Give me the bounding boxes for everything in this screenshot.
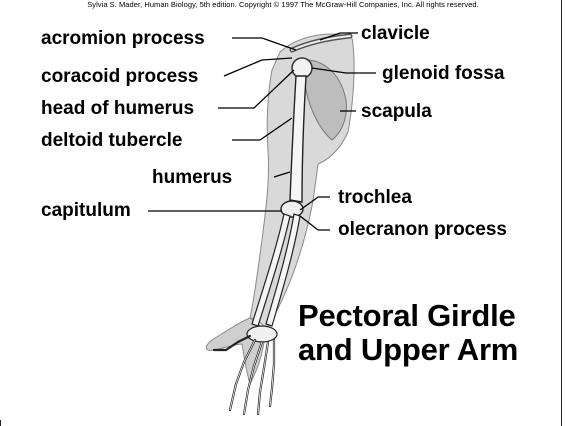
label-capitulum: capitulum <box>41 200 131 222</box>
label-acromion-process: acromion process <box>41 28 205 50</box>
frame-border-left <box>0 420 1 426</box>
carpal-bones <box>247 326 277 342</box>
title-line-1: Pectoral Girdle <box>298 299 516 333</box>
label-olecranon-process: olecranon process <box>338 219 507 241</box>
label-humerus: humerus <box>152 167 232 189</box>
title-line-2: and Upper Arm <box>298 333 518 367</box>
label-glenoid-fossa: glenoid fossa <box>382 63 504 85</box>
label-coracoid-process: coracoid process <box>41 66 198 88</box>
humerus-head <box>292 58 312 78</box>
label-trochlea: trochlea <box>338 187 412 209</box>
label-deltoid-tubercle: deltoid tubercle <box>41 130 182 152</box>
label-scapula: scapula <box>361 101 432 123</box>
label-head-of-humerus: head of humerus <box>41 98 194 120</box>
frame-border-right <box>561 0 562 426</box>
label-clavicle: clavicle <box>361 23 430 45</box>
